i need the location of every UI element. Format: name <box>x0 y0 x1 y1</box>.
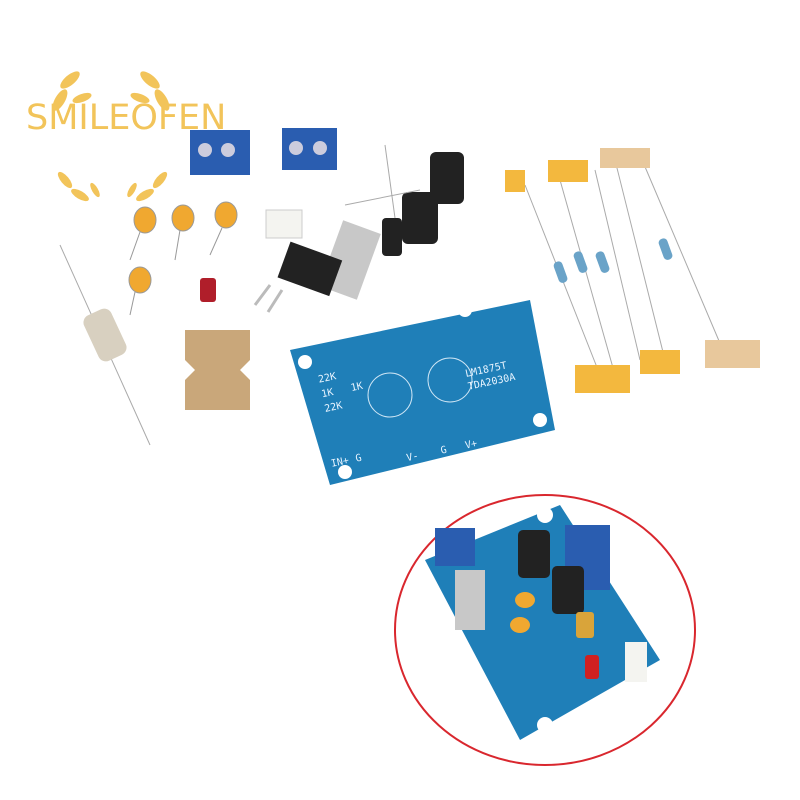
laurel-logo-icon <box>52 71 170 202</box>
insulating-pad <box>185 330 250 410</box>
pcb-label: IN+ <box>330 455 350 470</box>
ic-chip <box>253 220 381 313</box>
terminal-block <box>190 128 337 175</box>
pcb-label: 22K <box>324 400 344 415</box>
assembled-board-inset <box>394 494 696 766</box>
pcb-label: V- <box>406 451 420 464</box>
white-connector <box>265 209 303 239</box>
brand-logo-text: SMILEOFEN <box>26 98 227 138</box>
pcb-label: 1K <box>320 387 334 400</box>
film-capacitor <box>200 278 216 302</box>
pcb-label: 22K <box>317 371 337 386</box>
pcb-label: V+ <box>464 438 478 451</box>
pcb-label: G <box>440 445 448 457</box>
resistors <box>505 148 760 393</box>
pcb-label: G <box>355 453 363 465</box>
ceramic-capacitors <box>128 201 238 316</box>
pcb-label: 1K <box>350 381 364 394</box>
power-resistor <box>59 244 151 446</box>
bare-pcb: LM1875T TDA2030A V- G V+ 22K 1K 22K 1K I… <box>290 300 555 485</box>
electrolytic-capacitors <box>344 144 464 256</box>
